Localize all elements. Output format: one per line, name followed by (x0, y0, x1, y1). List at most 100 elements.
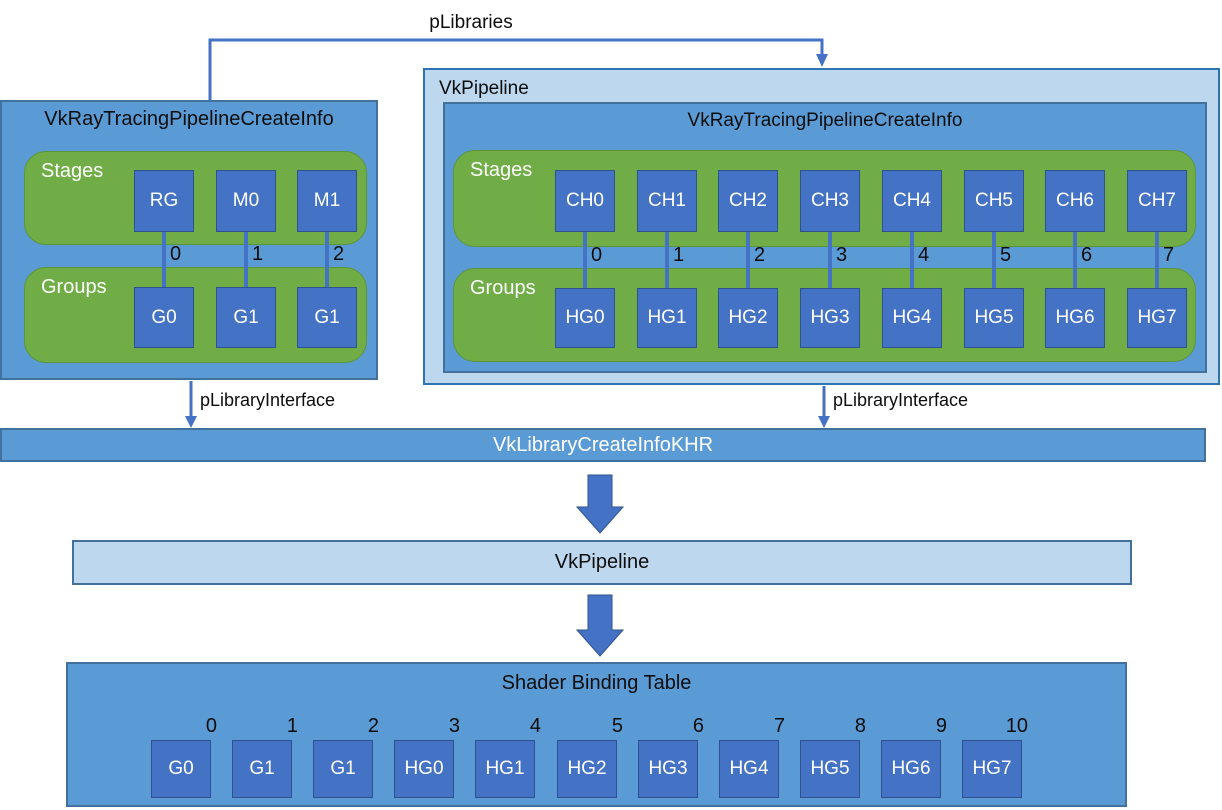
left-stages-label: Stages (41, 160, 104, 182)
stage-box: M1 (297, 170, 357, 232)
sbt-index-label: 10 (1005, 715, 1028, 737)
group-box: G1 (216, 287, 276, 348)
group-box: HG0 (555, 288, 615, 348)
pipeline-bar-label: VkPipeline (554, 551, 650, 573)
sbt-index-label: 4 (529, 715, 541, 737)
sbt-entry-box: HG6 (881, 740, 941, 798)
stage-box: M0 (216, 170, 276, 232)
group-index-label: 7 (1163, 244, 1175, 266)
left-plibrary-interface-label: pLibraryInterface (200, 390, 336, 410)
stage-group-connector (910, 232, 914, 288)
sbt-entry-box: G1 (232, 740, 292, 798)
left-groups-label: Groups (41, 276, 107, 298)
block-arrow-down-1-icon (575, 474, 625, 534)
sbt-index-label: 3 (448, 715, 460, 737)
left-raytracing-createinfo-box: VkRayTracingPipelineCreateInfo Stages Gr… (0, 100, 378, 380)
group-box: HG5 (964, 288, 1024, 348)
block-arrow-down-2-icon (575, 594, 625, 657)
group-index-label: 3 (836, 244, 848, 266)
right-stages-label: Stages (470, 159, 533, 181)
right-box-title: VkRayTracingPipelineCreateInfo (687, 110, 963, 131)
stage-box: CH2 (718, 170, 778, 232)
group-box: HG1 (637, 288, 697, 348)
sbt-entry-box: HG5 (800, 740, 860, 798)
stage-box: CH5 (964, 170, 1024, 232)
vkpipeline-outer-title: VkPipeline (439, 78, 529, 99)
group-index-label: 1 (673, 244, 685, 266)
sbt-index-label: 9 (935, 715, 947, 737)
group-box: G0 (134, 287, 194, 348)
left-plibrary-interface-arrowhead-icon (185, 416, 197, 428)
stage-group-connector (244, 232, 248, 287)
sbt-entry-box: HG7 (962, 740, 1022, 798)
group-box: HG6 (1045, 288, 1105, 348)
right-plibrary-interface-label: pLibraryInterface (833, 390, 969, 410)
stage-box: CH4 (882, 170, 942, 232)
right-groups-label: Groups (470, 277, 536, 299)
sbt-index-label: 0 (205, 715, 217, 737)
stage-group-connector (828, 232, 832, 288)
group-box: HG7 (1127, 288, 1187, 348)
stage-box: CH3 (800, 170, 860, 232)
sbt-index-label: 5 (611, 715, 623, 737)
vkpipeline-library-box: VkPipeline VkRayTracingPipelineCreateInf… (423, 68, 1220, 385)
sbt-entry-box: HG3 (638, 740, 698, 798)
group-index-label: 5 (1000, 244, 1012, 266)
group-index-label: 2 (333, 243, 345, 265)
final-vkpipeline-bar: VkPipeline (72, 540, 1132, 585)
group-box: HG4 (882, 288, 942, 348)
sbt-entry-box: HG1 (475, 740, 535, 798)
group-index-label: 0 (170, 243, 182, 265)
stage-group-connector (162, 232, 166, 287)
stage-group-connector (665, 232, 669, 288)
stage-box: CH1 (637, 170, 697, 232)
stage-group-connector (746, 232, 750, 288)
stage-group-connector (325, 232, 329, 287)
sbt-entry-box: G0 (151, 740, 211, 798)
sbt-index-label: 7 (773, 715, 785, 737)
stage-box: CH0 (555, 170, 615, 232)
stage-group-connector (1155, 232, 1159, 288)
group-index-label: 2 (754, 244, 766, 266)
group-index-label: 0 (591, 244, 603, 266)
group-box: HG3 (800, 288, 860, 348)
plibraries-label: pLibraries (429, 12, 513, 33)
group-index-label: 4 (918, 244, 930, 266)
sbt-index-label: 6 (692, 715, 704, 737)
sbt-entry-box: HG4 (719, 740, 779, 798)
stage-group-connector (583, 232, 587, 288)
sbt-title: Shader Binding Table (501, 672, 692, 694)
stage-box: CH6 (1045, 170, 1105, 232)
group-index-label: 6 (1081, 244, 1093, 266)
right-raytracing-createinfo-box: VkRayTracingPipelineCreateInfo Stages Gr… (443, 102, 1207, 373)
stage-group-connector (1073, 232, 1077, 288)
group-box: G1 (297, 287, 357, 348)
stage-box: CH7 (1127, 170, 1187, 232)
stage-box: RG (134, 170, 194, 232)
sbt-index-label: 1 (286, 715, 298, 737)
